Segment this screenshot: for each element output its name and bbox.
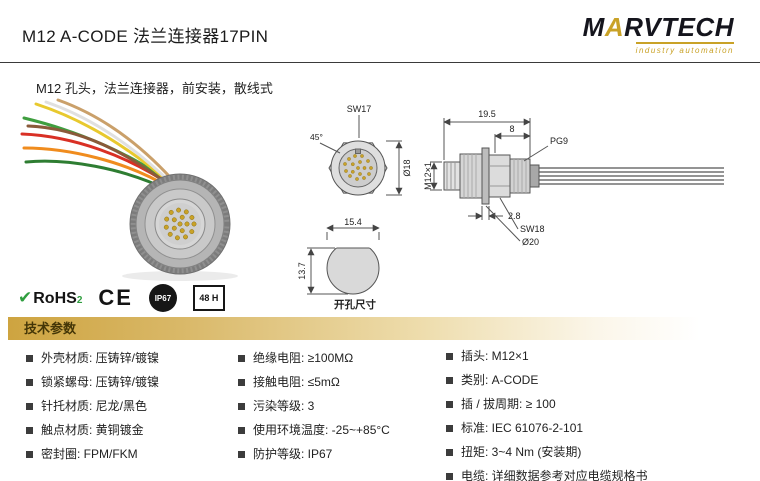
bullet-icon xyxy=(238,379,245,386)
spec-text: 标准: IEC 61076-2-101 xyxy=(461,421,584,435)
spec-text: 防护等级: IP67 xyxy=(253,447,333,461)
spec-text: 锁紧螺母: 压铸锌/镀镍 xyxy=(41,375,160,389)
coupling-nut xyxy=(459,153,483,199)
spec-text: 插 / 拔周期: ≥ 100 xyxy=(461,397,556,411)
brand-logo: MARVTECH industry automation xyxy=(583,14,734,58)
dim-label-height: 13.7 xyxy=(298,262,307,280)
dim-label-sw18: SW18 xyxy=(520,224,545,234)
spec-text: 电缆: 详细数据参考对应电缆规格书 xyxy=(461,469,648,481)
pg9-gland xyxy=(509,158,531,194)
wire-bundle xyxy=(20,98,180,192)
section-banner: 技术参数 xyxy=(8,317,700,340)
dim-label-thread: M12×1 xyxy=(424,162,433,190)
spec-text: 扭矩: 3~4 Nm (安装期) xyxy=(461,445,582,459)
bullet-icon xyxy=(446,425,453,432)
spec-column-materials: 外壳材质: 压铸锌/镀镍 锁紧螺母: 压铸锌/镀镍 针托材质: 尼龙/黑色 触点… xyxy=(26,352,231,472)
spec-item: 电缆: 详细数据参考对应电缆规格书 xyxy=(446,470,746,481)
bullet-icon xyxy=(26,403,33,410)
hole-cutout-drawing: 15.4 13.7 开孔尺寸 xyxy=(298,217,382,311)
bullet-icon xyxy=(446,449,453,456)
keyway-notch xyxy=(355,148,361,154)
exit-wires xyxy=(539,167,724,185)
logo-part: RVTECH xyxy=(624,12,734,42)
page-title: M12 A-CODE 法兰连接器17PIN xyxy=(22,27,269,46)
bullet-icon xyxy=(238,427,245,434)
bullet-icon xyxy=(26,427,33,434)
dim-label-width: 15.4 xyxy=(344,217,362,227)
dim-label-dia18: Ø18 xyxy=(402,159,412,176)
logo-part: M xyxy=(582,12,605,42)
spec-item: 类别: A-CODE xyxy=(446,374,746,387)
spec-item: 防护等级: IP67 xyxy=(238,448,438,461)
spec-text: 触点材质: 黄铜镀金 xyxy=(41,423,144,437)
spec-item: 插 / 拔周期: ≥ 100 xyxy=(446,398,746,411)
bullet-icon xyxy=(26,451,33,458)
spec-text: 类别: A-CODE xyxy=(461,373,539,387)
ce-mark-icon: CE xyxy=(98,285,133,310)
spec-column-mechanical: 插头: M12×1 类别: A-CODE 插 / 拔周期: ≥ 100 标准: … xyxy=(446,350,746,481)
front-thread xyxy=(443,161,461,191)
brand-logo-text: MARVTECH xyxy=(583,14,734,40)
flange xyxy=(481,147,490,205)
product-photo xyxy=(20,98,238,281)
header-divider xyxy=(0,62,760,63)
product-subtitle: M12 孔头，法兰连接器，前安装，散线式 xyxy=(36,81,273,96)
spec-item: 密封圈: FPM/FKM xyxy=(26,448,231,461)
bullet-icon xyxy=(238,451,245,458)
side-view-drawing: 19.5 8 PG9 M12×1 2.8 SW18 Ø20 xyxy=(424,109,724,247)
dim-label-overall: 19.5 xyxy=(478,109,496,119)
spec-column-electrical: 绝缘电阻: ≥100MΩ 接触电阻: ≤5mΩ 污染等级: 3 使用环境温度: … xyxy=(238,352,438,472)
check-icon: ✔ xyxy=(18,288,33,307)
dim-label-rear: 8 xyxy=(509,124,514,134)
spec-text: 绝缘电阻: ≥100MΩ xyxy=(253,351,354,365)
spec-item: 锁紧螺母: 压铸锌/镀镍 xyxy=(26,376,231,389)
spec-item: 使用环境温度: -25~+85°C xyxy=(238,424,438,437)
spec-text: 针托材质: 尼龙/黑色 xyxy=(41,399,148,413)
dim-label-sw17: SW17 xyxy=(347,104,372,114)
front-view-drawing: SW17 45° Ø18 xyxy=(310,104,412,196)
spec-text: 接触电阻: ≤5mΩ xyxy=(253,375,340,389)
dim-label-flange: 2.8 xyxy=(508,211,521,221)
hole-caption: 开孔尺寸 xyxy=(334,298,376,311)
cable-boot xyxy=(529,164,540,188)
bullet-icon xyxy=(238,403,245,410)
bullet-icon xyxy=(26,379,33,386)
bullet-icon xyxy=(446,353,453,360)
dim-label-dia20: Ø20 xyxy=(522,237,539,247)
bullet-icon xyxy=(238,355,245,362)
spec-text: 污染等级: 3 xyxy=(253,399,315,413)
brand-tagline: industry automation xyxy=(635,42,734,55)
rohs-badge: ✔ RoHS 2 xyxy=(18,288,82,308)
bullet-icon xyxy=(446,473,453,480)
rear-hex xyxy=(488,154,511,198)
rohs-sub-label: 2 xyxy=(76,295,83,306)
spec-text: 外壳材质: 压铸锌/镀镍 xyxy=(41,351,160,365)
dim-label-45deg: 45° xyxy=(310,132,323,142)
bullet-icon xyxy=(26,355,33,362)
spec-item: 针托材质: 尼龙/黑色 xyxy=(26,400,231,413)
spec-item: 插头: M12×1 xyxy=(446,350,746,363)
spec-text: 插头: M12×1 xyxy=(461,349,529,363)
spec-item: 污染等级: 3 xyxy=(238,400,438,413)
spec-item: 绝缘电阻: ≥100MΩ xyxy=(238,352,438,365)
spec-item: 外壳材质: 压铸锌/镀镍 xyxy=(26,352,231,365)
spec-text: 密封圈: FPM/FKM xyxy=(41,447,138,461)
spec-item: 接触电阻: ≤5mΩ xyxy=(238,376,438,389)
dim-label-pg9: PG9 xyxy=(550,136,568,146)
salt-spray-badge-icon: 48 H xyxy=(192,285,225,311)
bullet-icon xyxy=(446,377,453,384)
bullet-icon xyxy=(446,401,453,408)
spec-text: 使用环境温度: -25~+85°C xyxy=(253,423,390,437)
logo-accent: A xyxy=(604,12,625,42)
rohs-label: RoHS xyxy=(33,290,77,307)
certification-row: ✔ RoHS 2 CE IP67 48 H xyxy=(18,282,225,314)
ip67-badge-icon: IP67 xyxy=(148,284,177,312)
spec-item: 标准: IEC 61076-2-101 xyxy=(446,422,746,435)
gold-contacts xyxy=(163,207,197,241)
spec-item: 扭矩: 3~4 Nm (安装期) xyxy=(446,446,746,459)
spec-item: 触点材质: 黄铜镀金 xyxy=(26,424,231,437)
pin-contacts xyxy=(343,154,373,181)
